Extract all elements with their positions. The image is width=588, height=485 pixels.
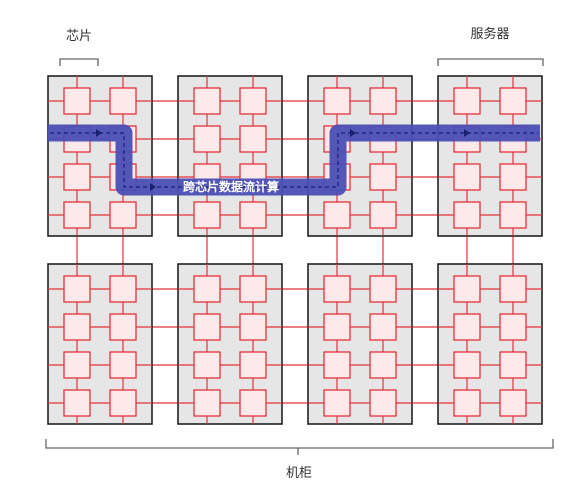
server <box>47 263 153 425</box>
chip-core <box>109 389 137 417</box>
chip-core <box>323 351 351 379</box>
cabinet-label: 机柜 <box>286 466 312 481</box>
server <box>307 75 413 237</box>
chip-core <box>369 275 397 303</box>
chip-core <box>193 87 221 115</box>
chip-core <box>63 87 91 115</box>
dataflow-arrow-3 <box>350 129 356 137</box>
chip-core <box>239 389 267 417</box>
server <box>437 263 543 425</box>
server <box>47 75 153 237</box>
chip-core <box>453 87 481 115</box>
chip-core <box>109 87 137 115</box>
server <box>437 75 543 237</box>
chip-core <box>63 275 91 303</box>
chip-core <box>499 351 527 379</box>
chip-core <box>453 275 481 303</box>
chip-core <box>453 163 481 191</box>
server <box>177 263 283 425</box>
server-grid <box>47 75 543 425</box>
chip-core <box>193 275 221 303</box>
chip-core <box>239 87 267 115</box>
dataflow-arrow-1 <box>96 129 102 137</box>
chip-core <box>499 201 527 229</box>
chip-core <box>499 275 527 303</box>
chip-core <box>109 351 137 379</box>
chip-bracket <box>59 58 99 66</box>
chip-core <box>63 163 91 191</box>
chip-core <box>369 389 397 417</box>
chip-core <box>193 313 221 341</box>
chip-core <box>369 87 397 115</box>
chip-core <box>109 275 137 303</box>
chip-core <box>323 275 351 303</box>
chip-core <box>453 313 481 341</box>
chip-core <box>239 125 267 153</box>
chip-core <box>239 275 267 303</box>
chip-core <box>323 87 351 115</box>
chip-core <box>369 163 397 191</box>
chip-core <box>193 125 221 153</box>
chip-label: 芯片 <box>66 29 92 44</box>
chip-core <box>499 313 527 341</box>
chip-core <box>63 351 91 379</box>
chip-core <box>239 351 267 379</box>
server <box>307 263 413 425</box>
chip-core <box>239 313 267 341</box>
cabinet-bracket <box>45 439 554 455</box>
server <box>177 75 283 237</box>
chip-core <box>109 201 137 229</box>
chip-core <box>109 313 137 341</box>
dataflow-arrow-4 <box>464 129 470 137</box>
chip-core <box>193 351 221 379</box>
chip-core <box>63 201 91 229</box>
chip-core <box>63 389 91 417</box>
chip-core <box>499 389 527 417</box>
chip-core <box>193 201 221 229</box>
chip-core <box>323 313 351 341</box>
chip-core <box>369 351 397 379</box>
chip-core <box>499 87 527 115</box>
dataflow-arrow-2 <box>150 183 156 191</box>
chip-core <box>369 313 397 341</box>
interconnect-links <box>76 100 514 404</box>
chip-core <box>499 163 527 191</box>
server-label: 服务器 <box>470 26 509 42</box>
chip-core <box>323 201 351 229</box>
chip-core <box>323 389 351 417</box>
chip-core <box>369 201 397 229</box>
cross-chip-dataflow: 跨芯片数据流计算 <box>48 124 540 196</box>
chip-core <box>239 201 267 229</box>
dataflow-label: 跨芯片数据流计算 <box>183 179 279 194</box>
chip-core <box>63 313 91 341</box>
server-bracket <box>437 58 544 66</box>
chip-core <box>453 201 481 229</box>
dataflow-dashed-line <box>50 132 538 188</box>
chip-core <box>193 389 221 417</box>
chip-core <box>453 351 481 379</box>
chip-core <box>453 389 481 417</box>
